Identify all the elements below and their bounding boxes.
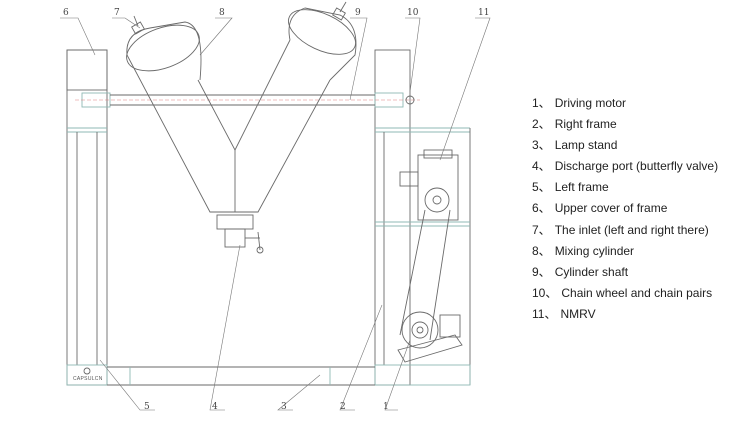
legend-num: 5、 [532, 180, 551, 195]
legend-item: 2、Right frame [532, 114, 718, 135]
legend-num: 3、 [532, 138, 551, 153]
legend-item: 10、Chain wheel and chain pairs [532, 283, 718, 304]
legend-item: 6、Upper cover of frame [532, 198, 718, 219]
legend-label: The inlet (left and right there) [554, 222, 709, 237]
callout-5: 5 [144, 402, 150, 412]
callout-6: 6 [63, 8, 69, 18]
legend-num: 1、 [532, 96, 551, 110]
legend-item: 5、Left frame [532, 177, 718, 198]
inlet [131, 1, 347, 35]
legend-label: NMRV [560, 306, 596, 321]
legend-item: 8、Mixing cylinder [532, 241, 718, 262]
legend-num: 11、 [532, 306, 557, 321]
legend-num: 9、 [532, 264, 551, 279]
legend-label: Discharge port (butterfly valve) [554, 159, 719, 174]
legend-num: 10、 [532, 285, 558, 300]
legend-label: Mixing cylinder [554, 243, 635, 258]
callout-3: 3 [281, 402, 287, 412]
legend-label: Cylinder shaft [554, 264, 629, 279]
legend-item: 11、NMRV [532, 304, 718, 325]
callout-4: 4 [212, 402, 218, 412]
legend-label: Lamp stand [554, 138, 618, 153]
upper-cover [66, 49, 108, 91]
callout-10: 10 [407, 8, 419, 18]
driving-motor [397, 209, 463, 363]
callout-8: 8 [219, 8, 225, 18]
legend-item: 4、Discharge port (butterfly valve) [532, 156, 718, 177]
legend-item: 1、Driving motor [532, 93, 718, 114]
legend-num: 2、 [532, 117, 551, 132]
left-frame [66, 49, 108, 386]
parts-legend: 1、Driving motor 2、Right frame 3、Lamp sta… [532, 93, 718, 325]
brand-logo [83, 367, 91, 375]
discharge-port [216, 214, 264, 254]
legend-num: 6、 [532, 201, 551, 216]
legend-item: 3、Lamp stand [532, 135, 718, 156]
leader-lines [60, 17, 491, 411]
legend-label: Right frame [554, 117, 617, 132]
legend-num: 7、 [532, 222, 551, 237]
lamp-stand [107, 366, 375, 386]
legend-label: Left frame [554, 180, 609, 195]
legend-num: 4、 [532, 159, 551, 174]
callout-1: 1 [383, 402, 389, 412]
callout-11: 11 [478, 8, 490, 18]
callout-2: 2 [340, 402, 346, 412]
cylinder-shaft [75, 92, 420, 108]
legend-num: 8、 [532, 243, 551, 258]
brand-text: CAPSULCN [73, 376, 103, 382]
mixing-cylinder [126, 7, 357, 213]
nmrv-reducer [399, 149, 459, 221]
legend-label: Chain wheel and chain pairs [561, 285, 713, 300]
legend-label: Upper cover of frame [554, 201, 668, 216]
callout-7: 7 [114, 8, 120, 18]
legend-label: Driving motor [554, 96, 627, 110]
legend-item: 9、Cylinder shaft [532, 262, 718, 283]
callout-9: 9 [355, 8, 361, 18]
legend-item: 7、The inlet (left and right there) [532, 220, 718, 241]
